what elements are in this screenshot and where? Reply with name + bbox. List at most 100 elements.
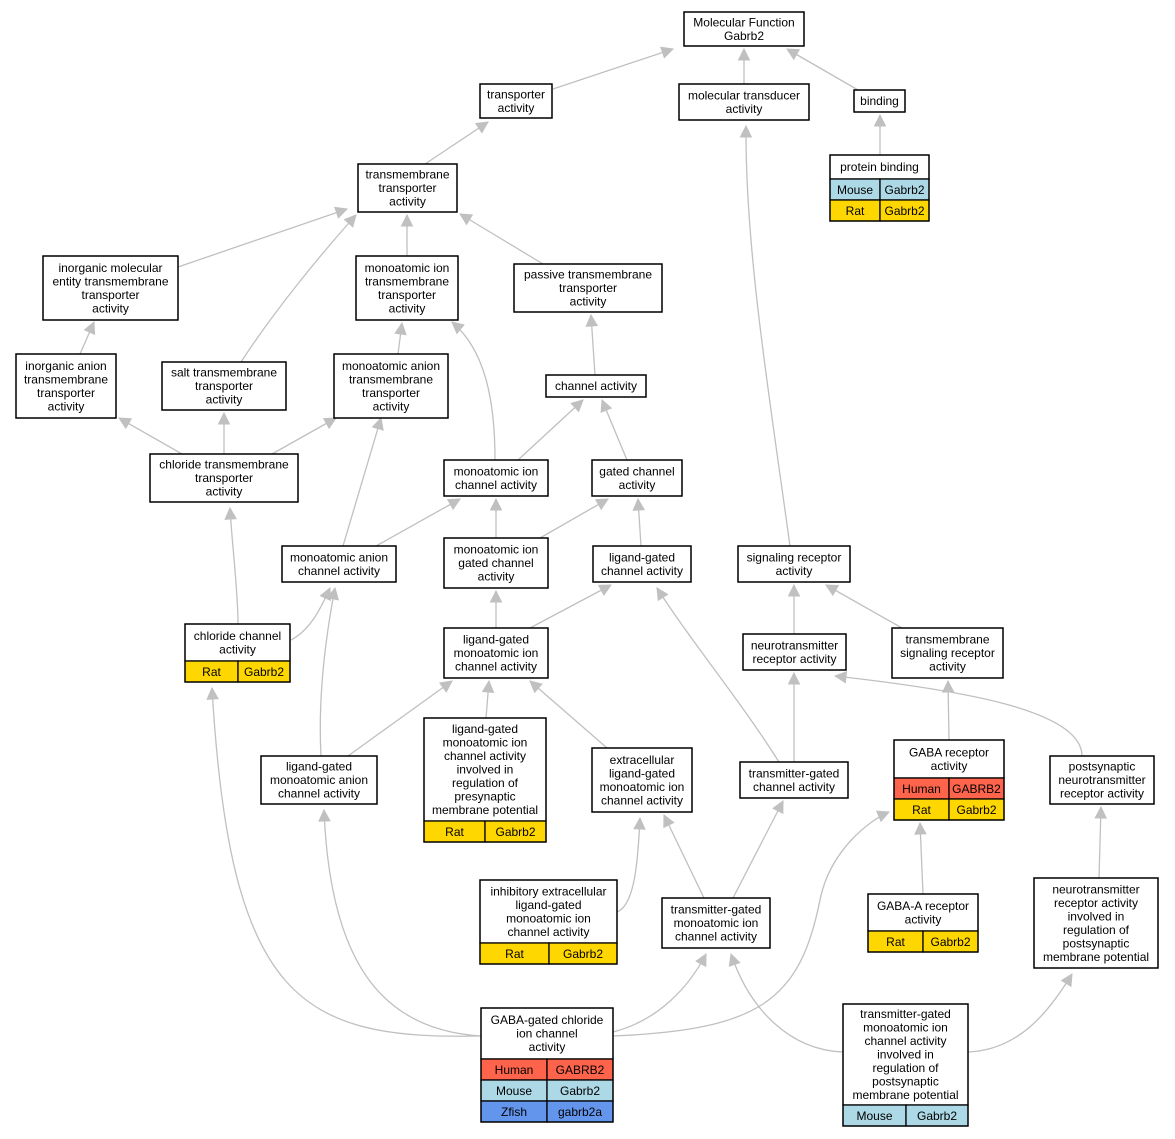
species-label: Rat [505, 947, 524, 961]
go-term-mono-ion-tm[interactable]: monoatomic iontransmembranetransporterac… [355, 255, 459, 321]
edge-signaling_receptor-to-transducer [739, 124, 791, 547]
term-label-line: signaling receptor [900, 646, 995, 660]
arrowhead [875, 810, 891, 823]
arrowhead [787, 671, 801, 685]
edge-tm_transporter-to-transporter [424, 121, 489, 165]
term-label-line: channel activity [555, 379, 637, 393]
go-term-chloride-tm[interactable]: chloride transmembranetransporteractivit… [149, 453, 299, 503]
edge-mono_anion_channel-to-mono_anion_tm [342, 416, 384, 547]
term-label-line: channel activity [601, 793, 683, 807]
go-term-binding[interactable]: binding [853, 89, 906, 113]
species-label: Rat [886, 935, 905, 949]
gene-label: GABRB2 [952, 782, 1001, 796]
species-label: Rat [202, 665, 221, 679]
go-term-inorg-anion[interactable]: inorganic aniontransmembranetransportera… [15, 353, 117, 419]
term-label-line: activity [389, 195, 426, 209]
term-label-line: channel activity [507, 925, 589, 939]
term-label-line: activity [929, 660, 966, 674]
term-border [513, 263, 663, 313]
term-label-line: activity [570, 295, 607, 309]
term-label-line: protein binding [840, 160, 919, 174]
arrowhead [529, 680, 543, 694]
term-label-line: activity [206, 485, 243, 499]
term-border [443, 627, 549, 679]
term-label-line: involved in [1068, 909, 1125, 923]
arrowhead [118, 417, 133, 430]
species-label: Mouse [496, 1084, 532, 1098]
term-border [443, 537, 549, 589]
term-label-line: activity [219, 642, 256, 656]
term-label-line: salt transmembrane [171, 366, 277, 380]
go-term-mono-anion-tm[interactable]: monoatomic aniontransmembranetransporter… [333, 353, 449, 419]
term-border [661, 897, 771, 949]
arrowhead [451, 321, 465, 335]
term-label-line: inorganic anion [25, 359, 106, 373]
term-label-line: chloride transmembrane [159, 458, 289, 472]
gene-label: Gabrb2 [956, 803, 996, 817]
go-term-channel[interactable]: channel activity [545, 374, 647, 398]
edge-line [529, 584, 612, 629]
term-label-line: monoatomic ion [454, 543, 539, 557]
term-box [1033, 877, 1159, 969]
term-label-line: transmembrane [24, 372, 108, 386]
term-label-line: activity [92, 301, 129, 315]
term-label-line: Gabrb2 [724, 29, 764, 43]
species-label: Rat [445, 825, 464, 839]
edge-mono_ion_channel-to-channel [517, 399, 584, 461]
arrowhead [438, 680, 453, 693]
term-label-line: membrane potential [1043, 950, 1149, 964]
edges-layer [79, 46, 1107, 1053]
term-label-line: channel activity [675, 930, 757, 944]
term-label-line: monoatomic anion [290, 550, 388, 564]
edge-line [834, 675, 1083, 757]
edge-line [612, 953, 707, 1033]
term-label-line: transmitter-gated [671, 903, 762, 917]
term-border [480, 1007, 614, 1123]
term-label-line: transporter [487, 87, 545, 101]
edge-lg_mono_ion-to-mono_ion_gated [489, 589, 503, 628]
edge-chloride_channel-to-mono_anion_channel [290, 586, 331, 641]
term-border [545, 374, 647, 398]
term-label-line: receptor activity [752, 652, 836, 666]
arrowhead [594, 498, 609, 511]
term-label-line: transporter [81, 288, 139, 302]
term-border [184, 623, 291, 683]
go-term-inhibitory-ext[interactable]: inhibitory extracellularligand-gatedmono… [479, 879, 618, 965]
edge-inorg_mol-to-tm_transporter [177, 206, 349, 268]
arrowhead [914, 821, 927, 835]
species-label: Rat [912, 803, 931, 817]
arrowhead [318, 808, 331, 822]
